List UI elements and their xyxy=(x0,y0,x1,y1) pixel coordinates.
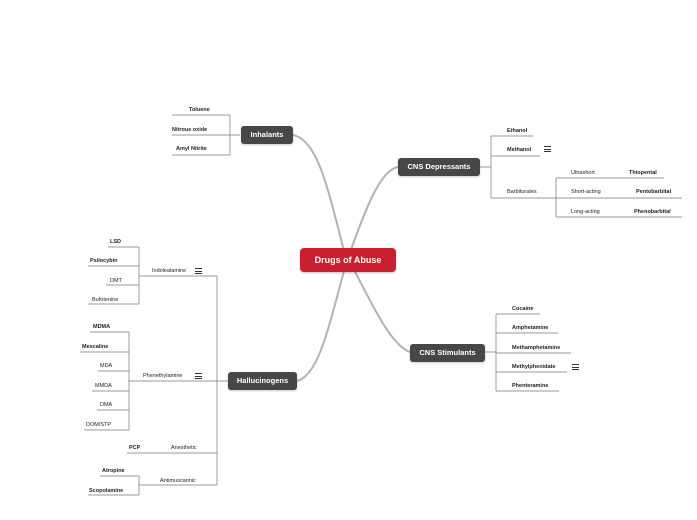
leaf-scopolamine[interactable]: Scopolamine xyxy=(89,488,124,494)
topic-hallucinogens[interactable]: Hallucinogens xyxy=(228,372,297,390)
group-indolealamine[interactable]: Indolealamine xyxy=(152,268,187,274)
notes-icon[interactable] xyxy=(195,373,202,379)
leaf-nitrous-oxide[interactable]: Nitrous oxide xyxy=(172,127,208,133)
leaf-barbiturates[interactable]: Barbiturates xyxy=(507,189,537,195)
leaf-mdma[interactable]: MDMA xyxy=(93,324,111,330)
hallucinogens-bracket xyxy=(148,275,228,486)
leaf-pcp[interactable]: PCP xyxy=(129,445,141,451)
leaf-mmda[interactable]: MMDA xyxy=(95,383,112,389)
barbiturates-bracket xyxy=(545,177,682,218)
leaf-dom-stp[interactable]: DOM/STP xyxy=(86,422,112,428)
topic-cns-stimulants[interactable]: CNS Stimulants xyxy=(410,344,485,362)
barbiturate-group-ultrashort[interactable]: Ultrashort xyxy=(571,170,595,176)
leaf-phenobarbital[interactable]: Phenobarbital xyxy=(634,209,671,215)
leaf-ethanol[interactable]: Ethanol xyxy=(507,128,528,134)
leaf-methamphetamine[interactable]: Methamphetamine xyxy=(512,345,561,351)
group-phenethylamine[interactable]: Phenethylamine xyxy=(143,373,183,379)
antimuscarinic-bracket xyxy=(88,475,148,496)
notes-icon[interactable] xyxy=(544,146,551,152)
leaf-bufotenine[interactable]: Bufotenine xyxy=(92,297,119,303)
leaf-amphetamine[interactable]: Amphetamine xyxy=(512,325,549,331)
depressants-bracket xyxy=(480,135,545,199)
leaf-psilocybin[interactable]: Psilocybin xyxy=(90,258,118,264)
leaf-lsd[interactable]: LSD xyxy=(110,239,121,245)
connector-cns-depressants xyxy=(347,166,399,259)
leaf-amyl-nitrite[interactable]: Amyl Nitrite xyxy=(176,146,207,152)
leaf-pentobarbital[interactable]: Pentobarbital xyxy=(636,189,672,195)
leaf-thiopental[interactable]: Thiopental xyxy=(629,170,657,176)
leaf-dma[interactable]: DMA xyxy=(100,402,113,408)
leaf-dmt[interactable]: DMT xyxy=(110,278,122,284)
leaf-cocaine[interactable]: Cocaine xyxy=(512,306,534,312)
notes-icon[interactable] xyxy=(195,268,202,274)
topic-inhalants[interactable]: Inhalants xyxy=(241,126,293,144)
leaf-atropine[interactable]: Atropine xyxy=(102,468,125,474)
indolealamine-bracket xyxy=(88,246,148,305)
leaf-mda[interactable]: MDA xyxy=(100,363,113,369)
connector-cns-stimulants xyxy=(349,261,411,353)
barbiturate-group-long-acting[interactable]: Long-acting xyxy=(571,209,600,215)
leaf-mescaline[interactable]: Mescaline xyxy=(82,344,109,350)
topic-cns-depressants[interactable]: CNS Depressants xyxy=(398,158,480,176)
inhalants-bracket xyxy=(172,114,240,156)
leaf-methylphenidate[interactable]: Methylphenidate xyxy=(512,364,556,370)
leaf-toluene[interactable]: Toluene xyxy=(189,107,210,113)
group-anesthetic[interactable]: Anesthetic xyxy=(171,445,197,451)
connector-hallucinogens xyxy=(296,263,347,382)
root-topic[interactable]: Drugs of Abuse xyxy=(300,248,396,272)
leaf-methanol[interactable]: Methanol xyxy=(507,147,532,153)
connector-inhalants xyxy=(292,134,347,259)
barbiturate-group-short-acting[interactable]: Short-acting xyxy=(571,189,601,195)
leaf-phenteramine[interactable]: Phenteramine xyxy=(512,383,549,389)
group-antimuscarinic[interactable]: Antimuscarinic xyxy=(160,478,196,484)
notes-icon[interactable] xyxy=(572,364,579,370)
phenethylamine-bracket xyxy=(80,331,148,431)
